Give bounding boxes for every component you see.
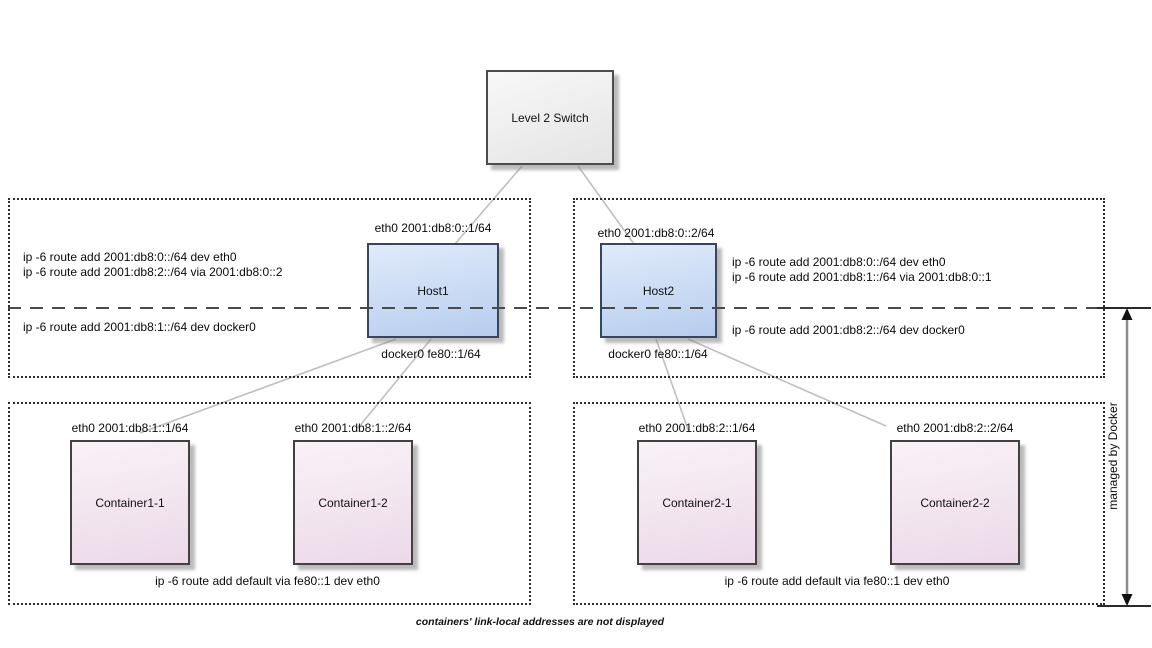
container2-1-node: Container2-1 — [637, 440, 757, 565]
host2-route-via-host1: ip -6 route add 2001:db8:1::/64 via 2001… — [732, 270, 992, 284]
host1-label: Host1 — [417, 283, 449, 298]
container2-1-label: Container2-1 — [662, 495, 732, 510]
container1-1-eth0-address-label: eth0 2001:db8:1::1/64 — [71, 421, 189, 435]
container1-2-node: Container1-2 — [293, 440, 413, 565]
container2-1-eth0-address-label: eth0 2001:db8:2::1/64 — [638, 421, 756, 435]
docker-scope-arrowhead-down-icon — [1121, 594, 1133, 606]
host1-route-eth0: ip -6 route add 2001:db8:0::/64 dev eth0 — [23, 250, 237, 264]
host2-label: Host2 — [642, 283, 675, 298]
container1-2-eth0-address-label: eth0 2001:db8:1::2/64 — [294, 421, 412, 435]
host1-node: Host1 — [367, 243, 499, 338]
host2-route-docker0: ip -6 route add 2001:db8:2::/64 dev dock… — [732, 323, 965, 337]
docker-scope-arrowhead-up-icon — [1121, 308, 1133, 320]
switch-label: Level 2 Switch — [511, 110, 589, 125]
container1-1-label: Container1-1 — [95, 495, 165, 510]
container2-2-label: Container2-2 — [920, 495, 990, 510]
containers2-default-route: ip -6 route add default via fe80::1 dev … — [724, 574, 950, 588]
containers1-default-route: ip -6 route add default via fe80::1 dev … — [155, 574, 380, 588]
container1-2-label: Container1-2 — [318, 495, 388, 510]
host1-route-docker0: ip -6 route add 2001:db8:1::/64 dev dock… — [23, 320, 256, 334]
host2-docker0-address-label: docker0 fe80::1/64 — [608, 347, 708, 361]
host2-route-eth0: ip -6 route add 2001:db8:0::/64 dev eth0 — [732, 255, 946, 269]
host1-eth0-address-label: eth0 2001:db8:0::1/64 — [374, 221, 492, 235]
container2-2-node: Container2-2 — [890, 440, 1020, 565]
host1-docker0-address-label: docker0 fe80::1/64 — [381, 347, 481, 361]
host2-node: Host2 — [600, 243, 717, 338]
footnote-link-local: containers' link-local addresses are not… — [415, 616, 665, 628]
level2-switch-node: Level 2 Switch — [486, 70, 614, 165]
host1-route-via-host2: ip -6 route add 2001:db8:2::/64 via 2001… — [23, 265, 283, 279]
managed-by-docker-label: managed by Docker — [1106, 402, 1120, 510]
host2-eth0-address-label: eth0 2001:db8:0::2/64 — [597, 226, 715, 240]
container1-1-node: Container1-1 — [70, 440, 190, 565]
container2-2-eth0-address-label: eth0 2001:db8:2::2/64 — [896, 421, 1014, 435]
